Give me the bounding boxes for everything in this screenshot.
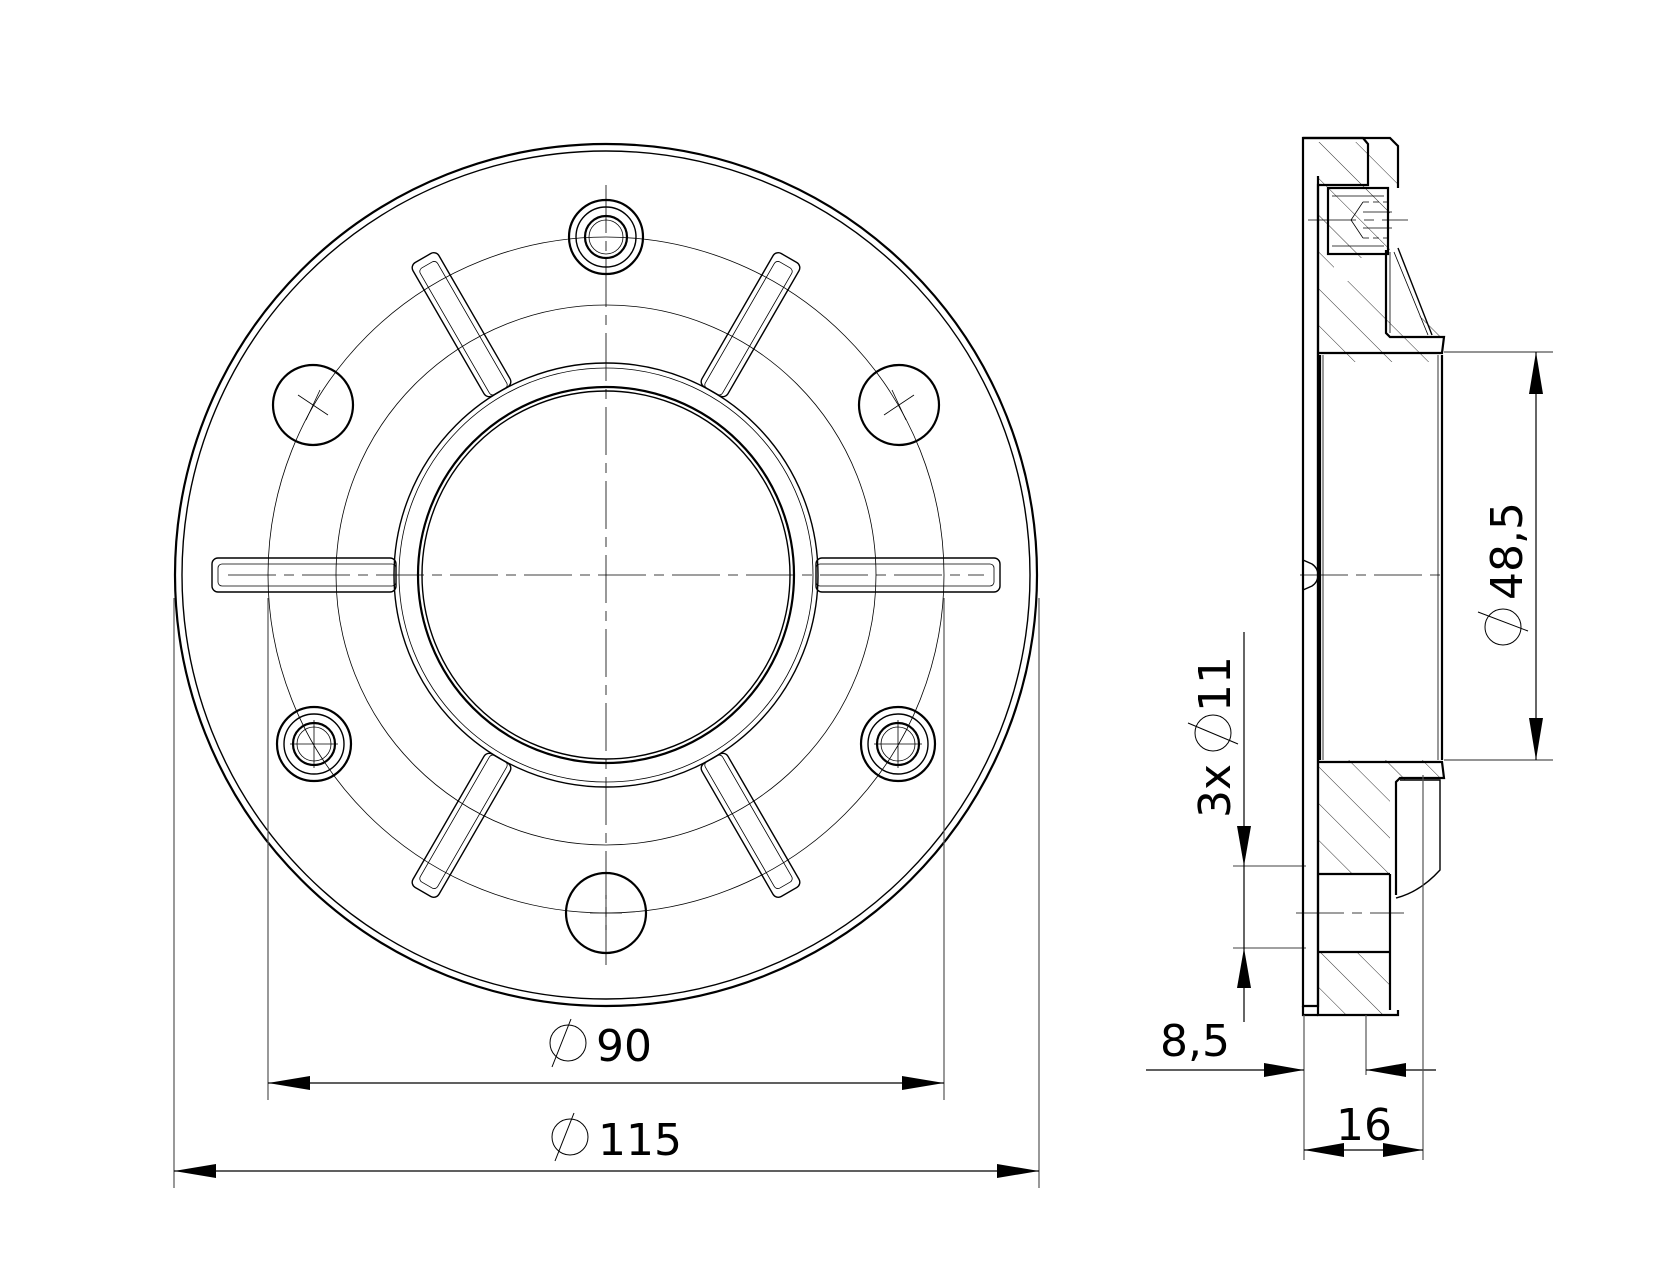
diameter-symbol-icon (1194, 714, 1232, 752)
ribs (211, 252, 1001, 898)
bolt-hole (271, 363, 355, 447)
diameter-symbol-icon (549, 1024, 587, 1062)
dimension-bolt-circle: 90 (267, 598, 945, 1100)
diameter-symbol-icon (1484, 608, 1522, 646)
dimension-text: 11 (1190, 656, 1241, 712)
section-view: 48,5 3x 11 8,5 (1146, 136, 1553, 1160)
dimension-flange-thickness: 8,5 (1146, 1015, 1436, 1160)
dimension-prefix: 3x (1190, 764, 1241, 818)
flange-plate (1301, 136, 1370, 1008)
dimension-text: 48,5 (1482, 502, 1533, 600)
dimension-text: 115 (598, 1115, 682, 1166)
front-view: 90 115 (173, 142, 1040, 1188)
dimension-text: 8,5 (1160, 1016, 1230, 1067)
outer-rim-circle (173, 142, 1039, 1008)
diameter-symbol-icon (551, 1118, 589, 1156)
dimension-total-height: 16 (1304, 775, 1424, 1160)
bolt-hole (857, 363, 941, 447)
set-screw (567, 198, 645, 276)
set-screw-section (1308, 186, 1408, 256)
dimension-text: 90 (596, 1021, 652, 1072)
dimension-hole-callout: 3x 11 (1187, 632, 1306, 1022)
set-screw (859, 705, 937, 783)
outer-rim-inner-circle (181, 150, 1031, 1000)
dimension-bore-diameter: 48,5 (1444, 351, 1553, 761)
dimension-text: 16 (1336, 1100, 1392, 1151)
bolt-hole (564, 871, 648, 955)
set-screw (275, 705, 353, 783)
dimension-outer-diameter: 115 (173, 598, 1040, 1188)
